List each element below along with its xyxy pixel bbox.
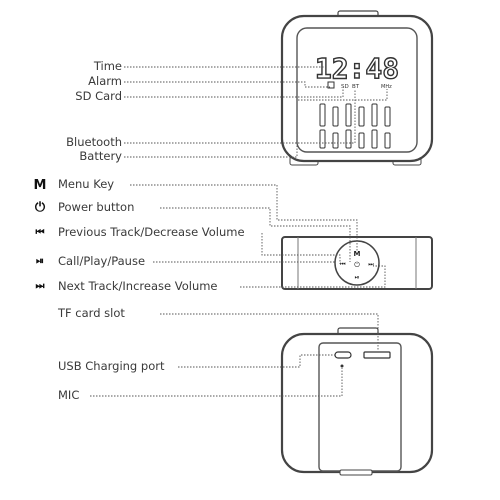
dial-next-icon: ⏭ bbox=[368, 261, 374, 268]
label-power-button: Power button bbox=[58, 200, 135, 214]
sd-indicator: SD bbox=[341, 84, 349, 90]
label-tf-card-slot: TF card slot bbox=[58, 306, 125, 320]
alarm-indicator-icon bbox=[327, 81, 335, 89]
level-bar bbox=[371, 129, 378, 149]
level-bar bbox=[358, 132, 365, 149]
leader-lines bbox=[90, 66, 388, 397]
front-view: 12:48 SD BT MHz bbox=[280, 10, 434, 166]
label-menu-key: Menu Key bbox=[58, 177, 115, 191]
dial-prev-icon: ⏮ bbox=[340, 261, 346, 268]
level-bar bbox=[319, 103, 326, 127]
back-panel bbox=[318, 342, 402, 472]
level-bar bbox=[384, 132, 391, 149]
dial-play-icon: ⏯ bbox=[355, 274, 360, 281]
bt-indicator: BT bbox=[352, 84, 360, 90]
tf-card-slot bbox=[363, 351, 391, 359]
top-view: M ⏻ ⏮ ⏭ ⏯ bbox=[281, 236, 433, 290]
level-bar bbox=[358, 106, 365, 127]
usb-port bbox=[334, 351, 352, 359]
label-mic: MIC bbox=[58, 388, 80, 402]
level-bar bbox=[371, 103, 378, 127]
level-bar bbox=[319, 129, 326, 149]
level-bar bbox=[332, 106, 339, 127]
next-track-icon: ⏭ bbox=[35, 281, 45, 292]
label-next-track: Next Track/Increase Volume bbox=[58, 279, 218, 293]
level-bar bbox=[345, 103, 352, 127]
level-bar bbox=[332, 132, 339, 149]
play-pause-icon: ⏯ bbox=[36, 256, 44, 267]
label-time: Time bbox=[93, 59, 122, 73]
previous-track-icon: ⏮ bbox=[35, 227, 45, 238]
mic-hole bbox=[340, 364, 344, 368]
label-usb-charging-port: USB Charging port bbox=[58, 359, 165, 373]
power-icon: ⏻ bbox=[34, 200, 46, 215]
menu-icon: M bbox=[33, 178, 47, 193]
label-sd-card: SD Card bbox=[75, 89, 122, 103]
label-previous-track: Previous Track/Decrease Volume bbox=[58, 225, 245, 239]
level-bars bbox=[319, 103, 391, 149]
back-view bbox=[280, 327, 434, 476]
dial-menu-icon: M bbox=[354, 250, 361, 258]
fm-indicator: MHz bbox=[381, 84, 392, 90]
clock-screen bbox=[296, 27, 418, 153]
label-battery: Battery bbox=[79, 149, 122, 163]
clock-digits: 12:48 bbox=[315, 52, 399, 85]
level-bar bbox=[384, 106, 391, 127]
label-alarm: Alarm bbox=[88, 74, 122, 88]
label-bluetooth: Bluetooth bbox=[66, 135, 122, 149]
level-bar bbox=[345, 129, 352, 149]
label-call-play-pause: Call/Play/Pause bbox=[58, 254, 146, 268]
dial-power-icon: ⏻ bbox=[354, 261, 360, 269]
